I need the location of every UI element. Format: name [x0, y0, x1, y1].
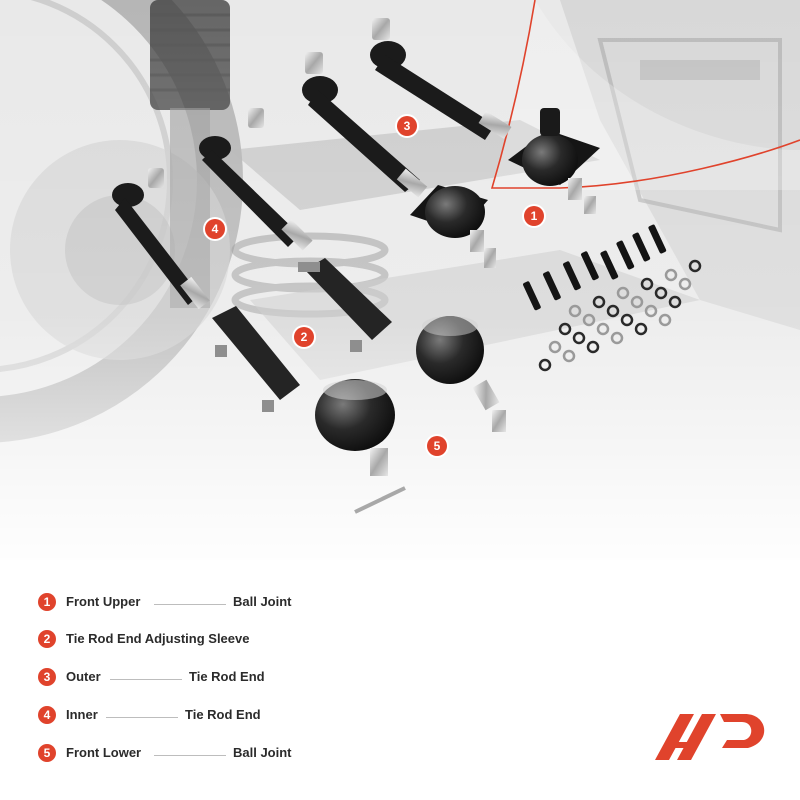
nut [668, 295, 682, 309]
washer [658, 313, 672, 327]
nut [620, 313, 634, 327]
bolt [543, 271, 561, 301]
front-upper-ball-joint [410, 185, 496, 268]
nut [538, 358, 552, 372]
nut [606, 304, 620, 318]
mounting-hardware [523, 224, 702, 372]
inner-tie-rod-end [112, 168, 210, 310]
washer [644, 304, 658, 318]
bolt [581, 251, 599, 281]
tie-rod-adjusting-sleeve [212, 306, 300, 412]
zoom-frame-border [490, 0, 800, 189]
outer-tie-rod-end [302, 52, 428, 198]
bolt [523, 281, 541, 311]
front-lower-ball-joint [416, 316, 506, 432]
washer [630, 295, 644, 309]
outer-tie-rod-end [370, 18, 512, 140]
tie-rod-adjusting-sleeve [298, 258, 392, 352]
brand-logo-icon [655, 714, 765, 760]
washer [548, 340, 562, 354]
bolt [632, 232, 651, 262]
callout-3: 3 [397, 116, 417, 136]
washer [664, 268, 678, 282]
nut [558, 322, 572, 336]
inner-tie-rod-end [199, 108, 313, 251]
nut [592, 295, 606, 309]
callout-5: 5 [427, 436, 447, 456]
washer [596, 322, 610, 336]
washer [678, 277, 692, 291]
bolt [600, 250, 619, 280]
nut [634, 322, 648, 336]
nut [640, 277, 654, 291]
front-lower-ball-joint [315, 379, 406, 514]
nut [572, 331, 586, 345]
washer [616, 286, 630, 300]
washer [562, 349, 576, 363]
bolt [563, 261, 581, 291]
callout-2: 2 [294, 327, 314, 347]
nut [586, 340, 600, 354]
callout-4: 4 [205, 219, 225, 239]
callout-1: 1 [524, 206, 544, 226]
washer [582, 313, 596, 327]
front-upper-ball-joint [508, 108, 600, 214]
bolt [648, 224, 667, 254]
washer [568, 304, 582, 318]
nut [688, 259, 702, 273]
nut [654, 286, 668, 300]
washer [610, 331, 624, 345]
bolt [616, 240, 635, 270]
